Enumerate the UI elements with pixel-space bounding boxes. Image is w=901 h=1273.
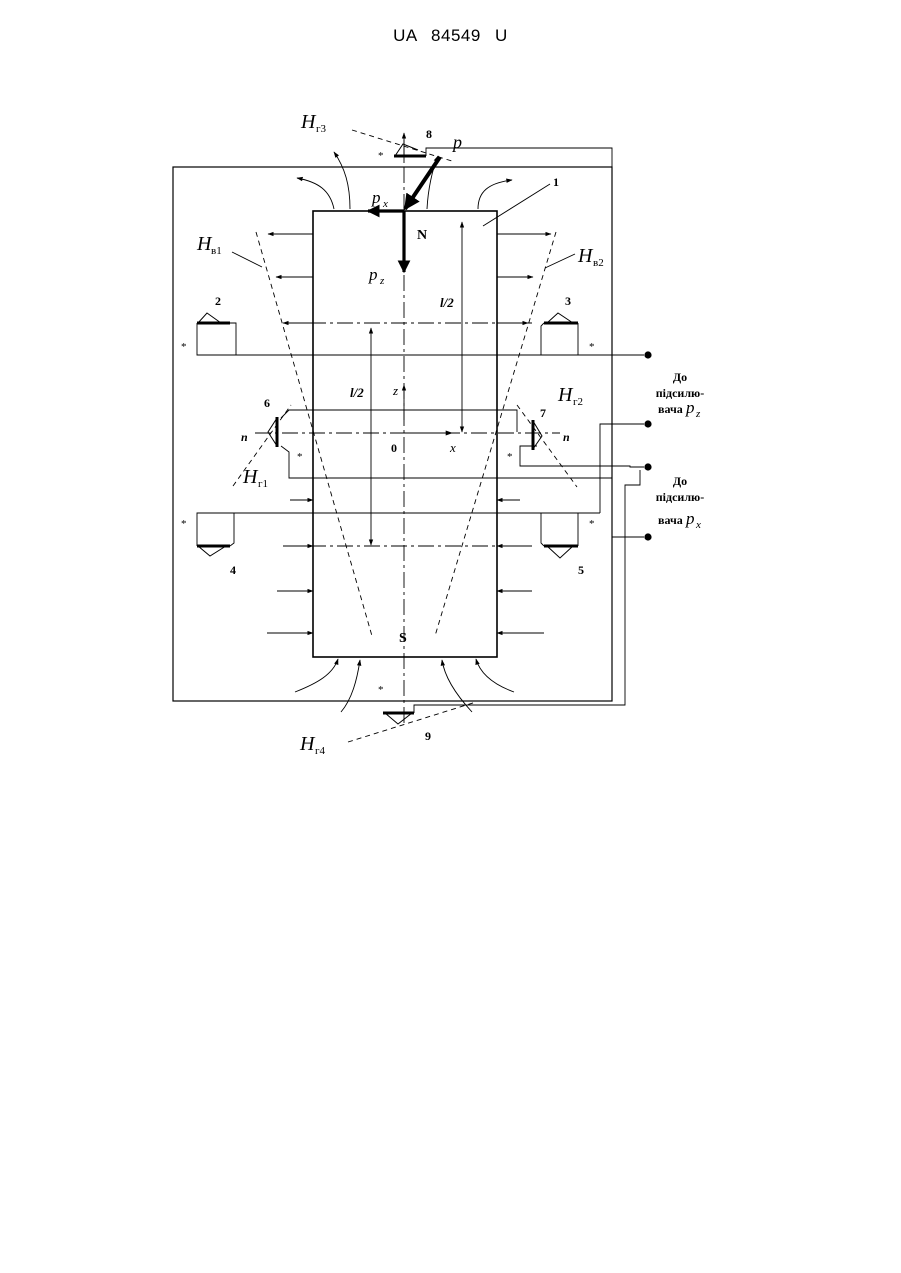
svg-text:H: H [299, 733, 316, 755]
svg-text:До: До [673, 474, 687, 488]
label-magnet: 1 [553, 175, 559, 189]
sensor-6 [268, 417, 277, 447]
svg-text:в1: в1 [211, 245, 222, 257]
svg-text:p: p [368, 265, 378, 284]
leader-hv1 [232, 252, 262, 267]
label-hv1: H в1 [196, 233, 222, 257]
label-sensor-2: 2 [215, 294, 221, 308]
star-mark: * [297, 451, 303, 463]
svg-text:в2: в2 [593, 257, 604, 269]
label-hg3: H г3 [300, 111, 327, 135]
axis-x-label: x [449, 440, 456, 455]
svg-text:До: До [673, 370, 687, 384]
terminal-pz-1 [644, 351, 651, 358]
pole-south-label: S [399, 631, 407, 646]
label-sensor-5: 5 [578, 563, 584, 577]
svg-text:підсилю-: підсилю- [656, 386, 704, 400]
sensor-5 [544, 546, 578, 558]
sensor-9-lead [385, 713, 412, 724]
svg-text:вача: вача [658, 513, 683, 527]
label-sensor-4: 4 [230, 563, 236, 577]
star-mark: * [181, 341, 187, 353]
svg-text:підсилю-: підсилю- [656, 490, 704, 504]
svg-text:H: H [242, 466, 259, 488]
outer-housing [173, 167, 612, 701]
axis-z-label: z [392, 383, 398, 398]
field-line-hv2 [435, 232, 556, 636]
svg-text:H: H [557, 384, 574, 406]
label-sensor-7: 7 [540, 406, 546, 420]
force-px-label: p x [371, 188, 388, 210]
terminal-pz-2 [644, 420, 651, 427]
svg-text:г1: г1 [258, 478, 268, 490]
label-hg2: H г2 [557, 384, 583, 408]
svg-text:p: p [685, 398, 695, 417]
terminal-px-1 [644, 463, 651, 470]
magnet-body [313, 211, 497, 657]
svg-text:г2: г2 [573, 396, 583, 408]
label-hg4: H г4 [299, 733, 326, 757]
sensor-3 [544, 313, 578, 323]
star-mark: * [589, 341, 595, 353]
wiring-outer [414, 148, 640, 713]
sensor-2 [197, 313, 230, 323]
svg-text:г3: г3 [316, 123, 327, 135]
force-pz-label: p z [368, 265, 385, 287]
svg-text:z: z [379, 275, 385, 287]
label-hg1: H г1 [242, 466, 268, 490]
terminal-px-2 [644, 533, 651, 540]
sensor-8-lead [395, 144, 418, 156]
field-line-hg4 [348, 702, 476, 742]
sensor-7 [533, 420, 542, 450]
star-mark: * [589, 518, 595, 530]
leader-magnet [483, 184, 550, 226]
dimension-lower-label: l/2 [350, 385, 364, 400]
star-mark: * [507, 451, 513, 463]
leader-hv2 [545, 254, 575, 268]
svg-text:p: p [685, 509, 695, 528]
flux-arrows [267, 152, 551, 712]
label-sensor-8: 8 [426, 127, 432, 141]
star-mark: * [378, 150, 384, 162]
wiring-upper [197, 323, 644, 355]
normal-right-label: n [563, 430, 570, 444]
svg-text:H: H [577, 245, 594, 267]
force-p-label: p [451, 132, 462, 152]
label-sensor-3: 3 [565, 294, 571, 308]
svg-text:x: x [382, 198, 388, 210]
svg-text:H: H [300, 111, 317, 133]
dimension-upper-label: l/2 [440, 295, 454, 310]
field-line-hv1 [256, 232, 372, 636]
label-sensor-6: 6 [264, 396, 270, 410]
svg-text:г4: г4 [315, 745, 326, 757]
label-hv2: H в2 [577, 245, 604, 269]
normal-left-label: n [241, 430, 248, 444]
svg-text:p: p [371, 188, 381, 207]
svg-text:z: z [695, 408, 701, 420]
output-pz-caption: До підсилю- вача p z [656, 370, 704, 420]
svg-text:x: x [695, 519, 701, 531]
sensor-4 [197, 546, 230, 556]
pole-north-label: N [417, 228, 427, 243]
star-mark: * [378, 684, 384, 696]
label-sensor-9: 9 [425, 729, 431, 743]
label-origin: 0 [391, 441, 397, 455]
output-px-caption: До підсилю- вача p x [656, 474, 704, 531]
star-mark: * [181, 518, 187, 530]
svg-text:вача: вача [658, 402, 683, 416]
